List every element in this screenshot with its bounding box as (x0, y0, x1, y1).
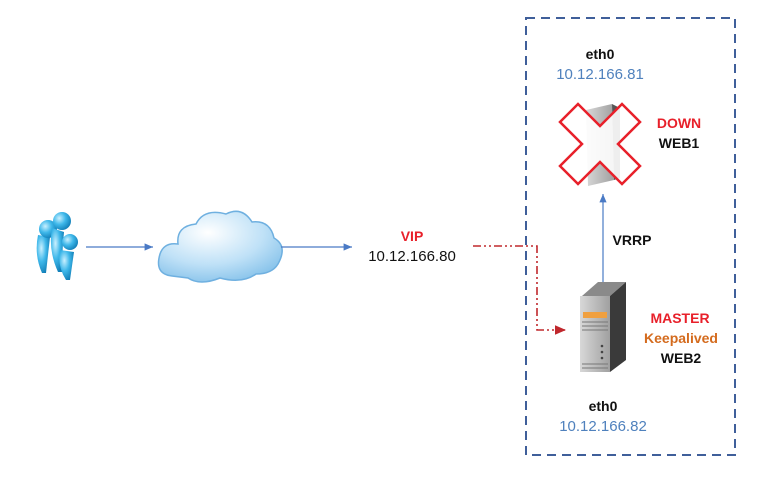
web2-state: MASTER (650, 310, 710, 326)
vip-ip: 10.12.166.80 (368, 248, 456, 265)
web1-iface: eth0 (585, 46, 615, 62)
cluster-boundary (525, 17, 736, 456)
web1-name: WEB1 (658, 135, 700, 151)
cloud-icon (157, 210, 283, 283)
down-x-icon (558, 102, 642, 186)
vip-link-to-web2 (473, 245, 566, 335)
web2-service: Keepalived (644, 330, 718, 346)
web2-name: WEB2 (660, 350, 702, 366)
web2-ip: 10.12.166.82 (559, 418, 647, 435)
web2-iface: eth0 (588, 398, 618, 414)
web1-state: DOWN (656, 115, 702, 131)
vip-label: VIP (400, 228, 424, 244)
vrrp-label: VRRP (612, 232, 652, 248)
web2-server-icon (580, 282, 626, 372)
web1-ip: 10.12.166.81 (556, 66, 644, 83)
users-icon (36, 212, 78, 280)
